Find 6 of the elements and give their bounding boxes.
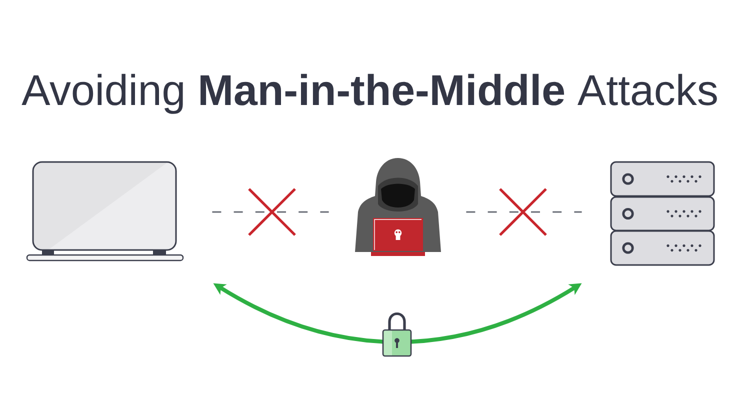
- laptop: [26, 161, 184, 262]
- hacker-figure: [355, 158, 441, 256]
- dashed-line: [212, 211, 329, 213]
- server-rack: [610, 161, 715, 266]
- dashed-line: [466, 211, 582, 213]
- title: Avoiding Man-in-the-Middle Attacks: [22, 74, 717, 114]
